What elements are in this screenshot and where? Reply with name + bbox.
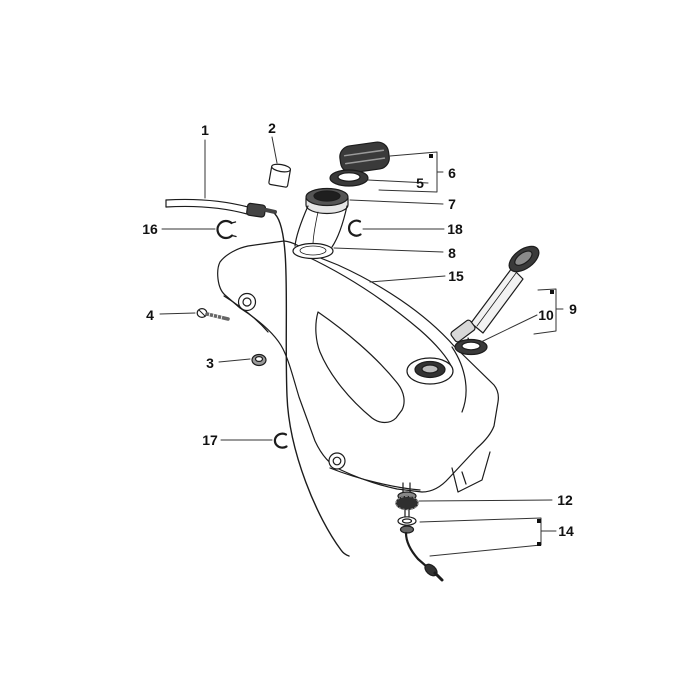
callout-15: 15	[448, 268, 464, 284]
part-screw	[196, 308, 230, 321]
callout-2: 2	[268, 120, 276, 136]
callout-6: 6	[448, 165, 456, 181]
callout-3: 3	[206, 355, 214, 371]
part-ring-nut	[305, 187, 349, 215]
part-gasket-10	[454, 338, 488, 356]
junction-dots	[429, 154, 554, 546]
part-cap-gasket	[329, 169, 369, 187]
part-dipstick-assembly	[450, 245, 540, 344]
callout-1: 1	[201, 122, 209, 138]
callout-7: 7	[448, 196, 456, 212]
part-clip-18	[347, 219, 362, 237]
callout-8: 8	[448, 245, 456, 261]
part-tap-fittings	[397, 516, 444, 582]
part-filler-neck	[292, 205, 348, 260]
part-line-clip	[273, 432, 288, 449]
callout-16: 16	[142, 221, 158, 237]
callout-4: 4	[146, 307, 154, 323]
callout-5: 5	[416, 175, 424, 191]
part-fuel-hose	[165, 198, 350, 557]
callout-17: 17	[202, 432, 218, 448]
part-hose-clamp	[216, 219, 237, 240]
part-spacer-sleeve	[268, 163, 292, 188]
callout-9: 9	[569, 301, 577, 317]
part-tap-valve	[395, 482, 419, 518]
callout-12: 12	[557, 492, 573, 508]
part-fuel-cap	[339, 141, 390, 174]
part-nut	[251, 353, 267, 367]
callout-18: 18	[447, 221, 463, 237]
leader-lines	[159, 136, 564, 557]
callout-10: 10	[538, 307, 554, 323]
callout-14: 14	[558, 523, 574, 539]
